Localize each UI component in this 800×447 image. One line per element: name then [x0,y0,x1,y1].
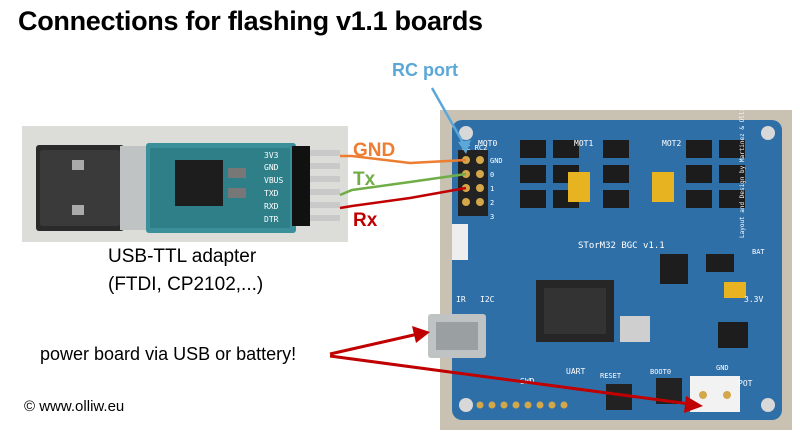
svg-text:RXD: RXD [264,202,279,211]
svg-text:VBUS: VBUS [264,176,283,185]
tx-wire [339,172,467,197]
svg-text:GND: GND [264,163,279,172]
svg-text:MOT2: MOT2 [662,139,681,148]
svg-text:RESET: RESET [600,372,622,380]
svg-text:2: 2 [490,199,494,207]
svg-text:TXD: TXD [264,189,279,198]
wires [339,154,467,210]
svg-text:3.3V: 3.3V [744,295,763,304]
svg-text:0: 0 [490,171,494,179]
svg-text:MOT1: MOT1 [574,139,593,148]
svg-text:DTR: DTR [264,215,279,224]
svg-text:GND: GND [490,157,503,165]
power-note: power board via USB or battery! [40,344,297,364]
gnd-wire [340,154,467,165]
storm32-board: MOT0 MOT1 MOT2 RC RC2 GND 0 1 2 3 IR I2C… [428,104,792,430]
svg-text:1: 1 [490,185,494,193]
rc-port-label: RC port [392,60,458,80]
tx-label: Tx [353,169,376,190]
svg-text:GND: GND [716,364,729,372]
svg-text:POT: POT [738,379,753,388]
power-arrows [329,326,703,413]
svg-text:Layout and Design by Martinez: Layout and Design by Martinez & OlliW [739,104,746,238]
svg-text:MOT0: MOT0 [478,139,497,148]
copyright: © www.olliw.eu [24,398,125,415]
svg-text:IR: IR [456,295,466,304]
diagram-title: Connections for flashing v1.1 boards [18,6,483,36]
svg-text:BOOT0: BOOT0 [650,368,671,376]
svg-text:UART: UART [566,367,585,376]
svg-text:STorM32 BGC v1.1: STorM32 BGC v1.1 [578,241,665,251]
svg-text:I2C: I2C [480,295,495,304]
rc-port-arrow [430,87,471,154]
rx-wire [339,186,467,210]
svg-text:3V3: 3V3 [264,151,279,160]
svg-text:3: 3 [490,213,494,221]
rx-label: Rx [353,210,378,231]
adapter-caption-line1: USB-TTL adapter [108,246,257,267]
adapter-caption-line2: (FTDI, CP2102,...) [108,274,264,295]
usb-ttl-adapter: 3V3 GND VBUS TXD RXD DTR [22,126,348,242]
svg-text:BAT: BAT [752,248,765,256]
svg-text:RC RC2: RC RC2 [462,144,487,152]
gnd-label: GND [353,140,396,161]
